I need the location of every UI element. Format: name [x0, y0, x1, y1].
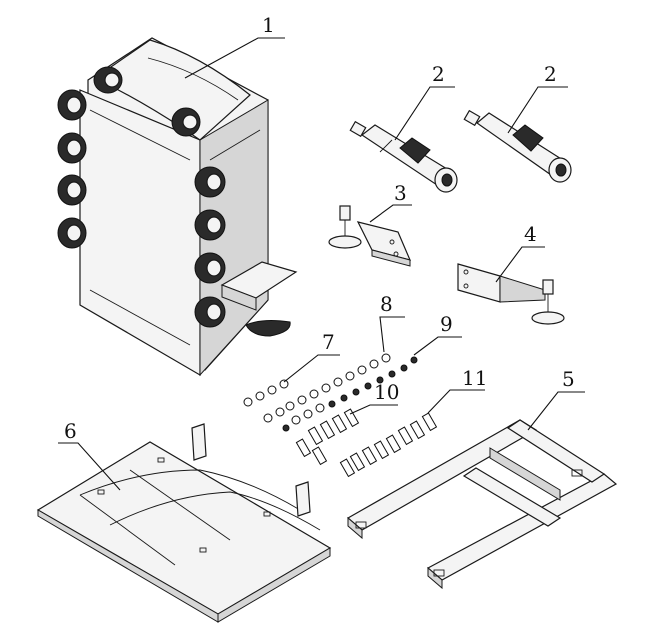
roller-top-1 [93, 66, 123, 94]
callout-9: 9 [440, 312, 453, 336]
cylinder-left [349, 120, 458, 193]
roller-left-2 [57, 132, 87, 164]
callout-1: 1 [262, 13, 275, 37]
leveling-foot-bracket-3 [328, 205, 412, 267]
callout-6: 6 [64, 419, 77, 443]
callout-7: 7 [322, 330, 335, 354]
small-washer-set-9 [282, 356, 418, 432]
callout-8: 8 [380, 292, 393, 316]
leader-lines [58, 37, 585, 491]
pedal-bracket [220, 261, 298, 337]
roller-right-1 [194, 166, 226, 198]
callout-4: 4 [524, 222, 537, 246]
base-frame-5 [346, 419, 618, 590]
roller-right-4 [194, 296, 226, 328]
roller-left-4 [57, 217, 87, 249]
leveling-foot-bracket-4 [457, 263, 565, 325]
nut-set-7 [243, 379, 289, 423]
callout-11: 11 [462, 366, 487, 390]
roller-top-2 [171, 107, 201, 137]
washer-set-8 [285, 353, 391, 425]
roller-left-3 [57, 174, 87, 206]
callout-2a: 2 [432, 62, 445, 86]
callout-5: 5 [562, 367, 575, 391]
callout-3: 3 [394, 181, 407, 205]
callout-10: 10 [374, 380, 399, 404]
bolt-set-10 [295, 408, 360, 466]
bolt-set-11 [339, 412, 438, 478]
roller-right-2 [194, 209, 226, 241]
cylinder-right [463, 109, 572, 183]
main-frame-assembly [57, 37, 298, 377]
roller-left-1 [57, 89, 87, 121]
roller-right-3 [194, 252, 226, 284]
callout-2b: 2 [544, 62, 557, 86]
base-plate-6 [36, 423, 332, 623]
